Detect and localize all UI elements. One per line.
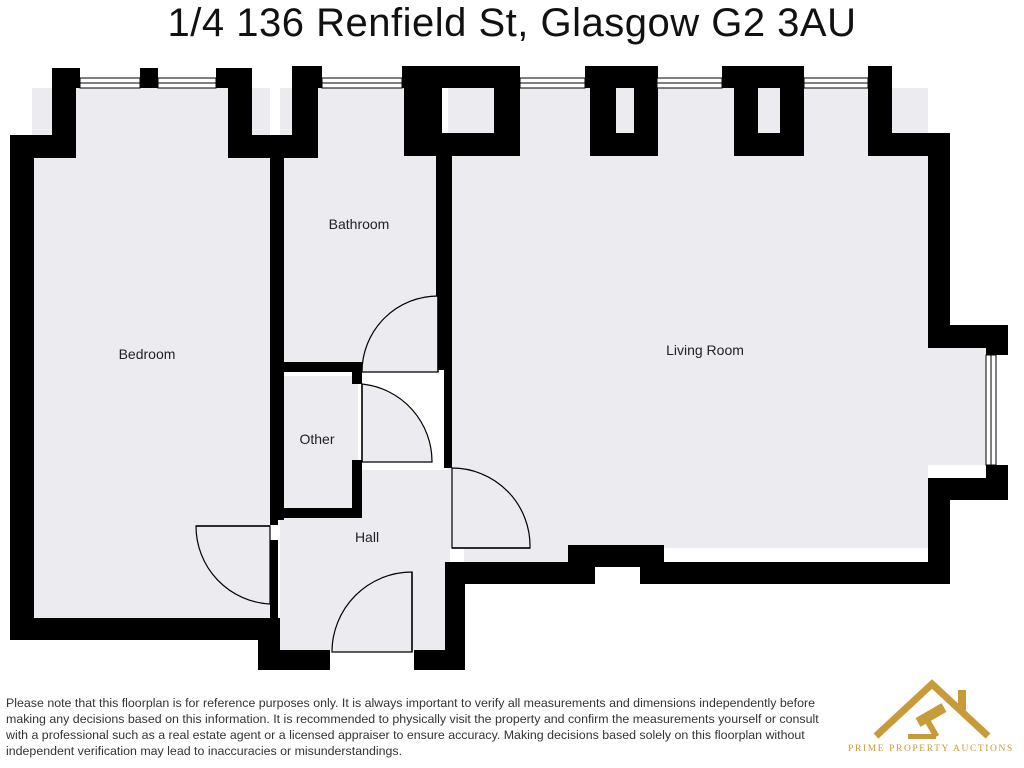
other-door: [361, 383, 433, 463]
living-room-label: Living Room: [666, 342, 744, 358]
logo-text: PRIME PROPERTY AUCTIONS: [848, 744, 1014, 754]
bedroom-label: Bedroom: [119, 346, 176, 362]
doors: [195, 295, 531, 653]
door-leaves: [196, 296, 530, 652]
bathroom-label: Bathroom: [329, 216, 390, 232]
bedroom-door: [195, 525, 271, 605]
disclaimer-text: Please note that this floorplan is for r…: [6, 696, 819, 758]
hall-label: Hall: [355, 529, 379, 545]
company-logo: PRIME PROPERTY AUCTIONS: [838, 672, 1024, 768]
walls: [10, 66, 1008, 670]
floorplan: Bedroom Bathroom Other Hall Living Room: [10, 66, 1008, 670]
windows: [79, 77, 997, 466]
other-label: Other: [299, 431, 334, 447]
house-gavel-icon: [873, 679, 991, 739]
living-room-door: [451, 467, 531, 549]
page-title: 1/4 136 Renfield St, Glasgow G2 3AU: [167, 1, 857, 45]
entrance-door: [331, 571, 413, 653]
bathroom-door: [361, 295, 439, 373]
